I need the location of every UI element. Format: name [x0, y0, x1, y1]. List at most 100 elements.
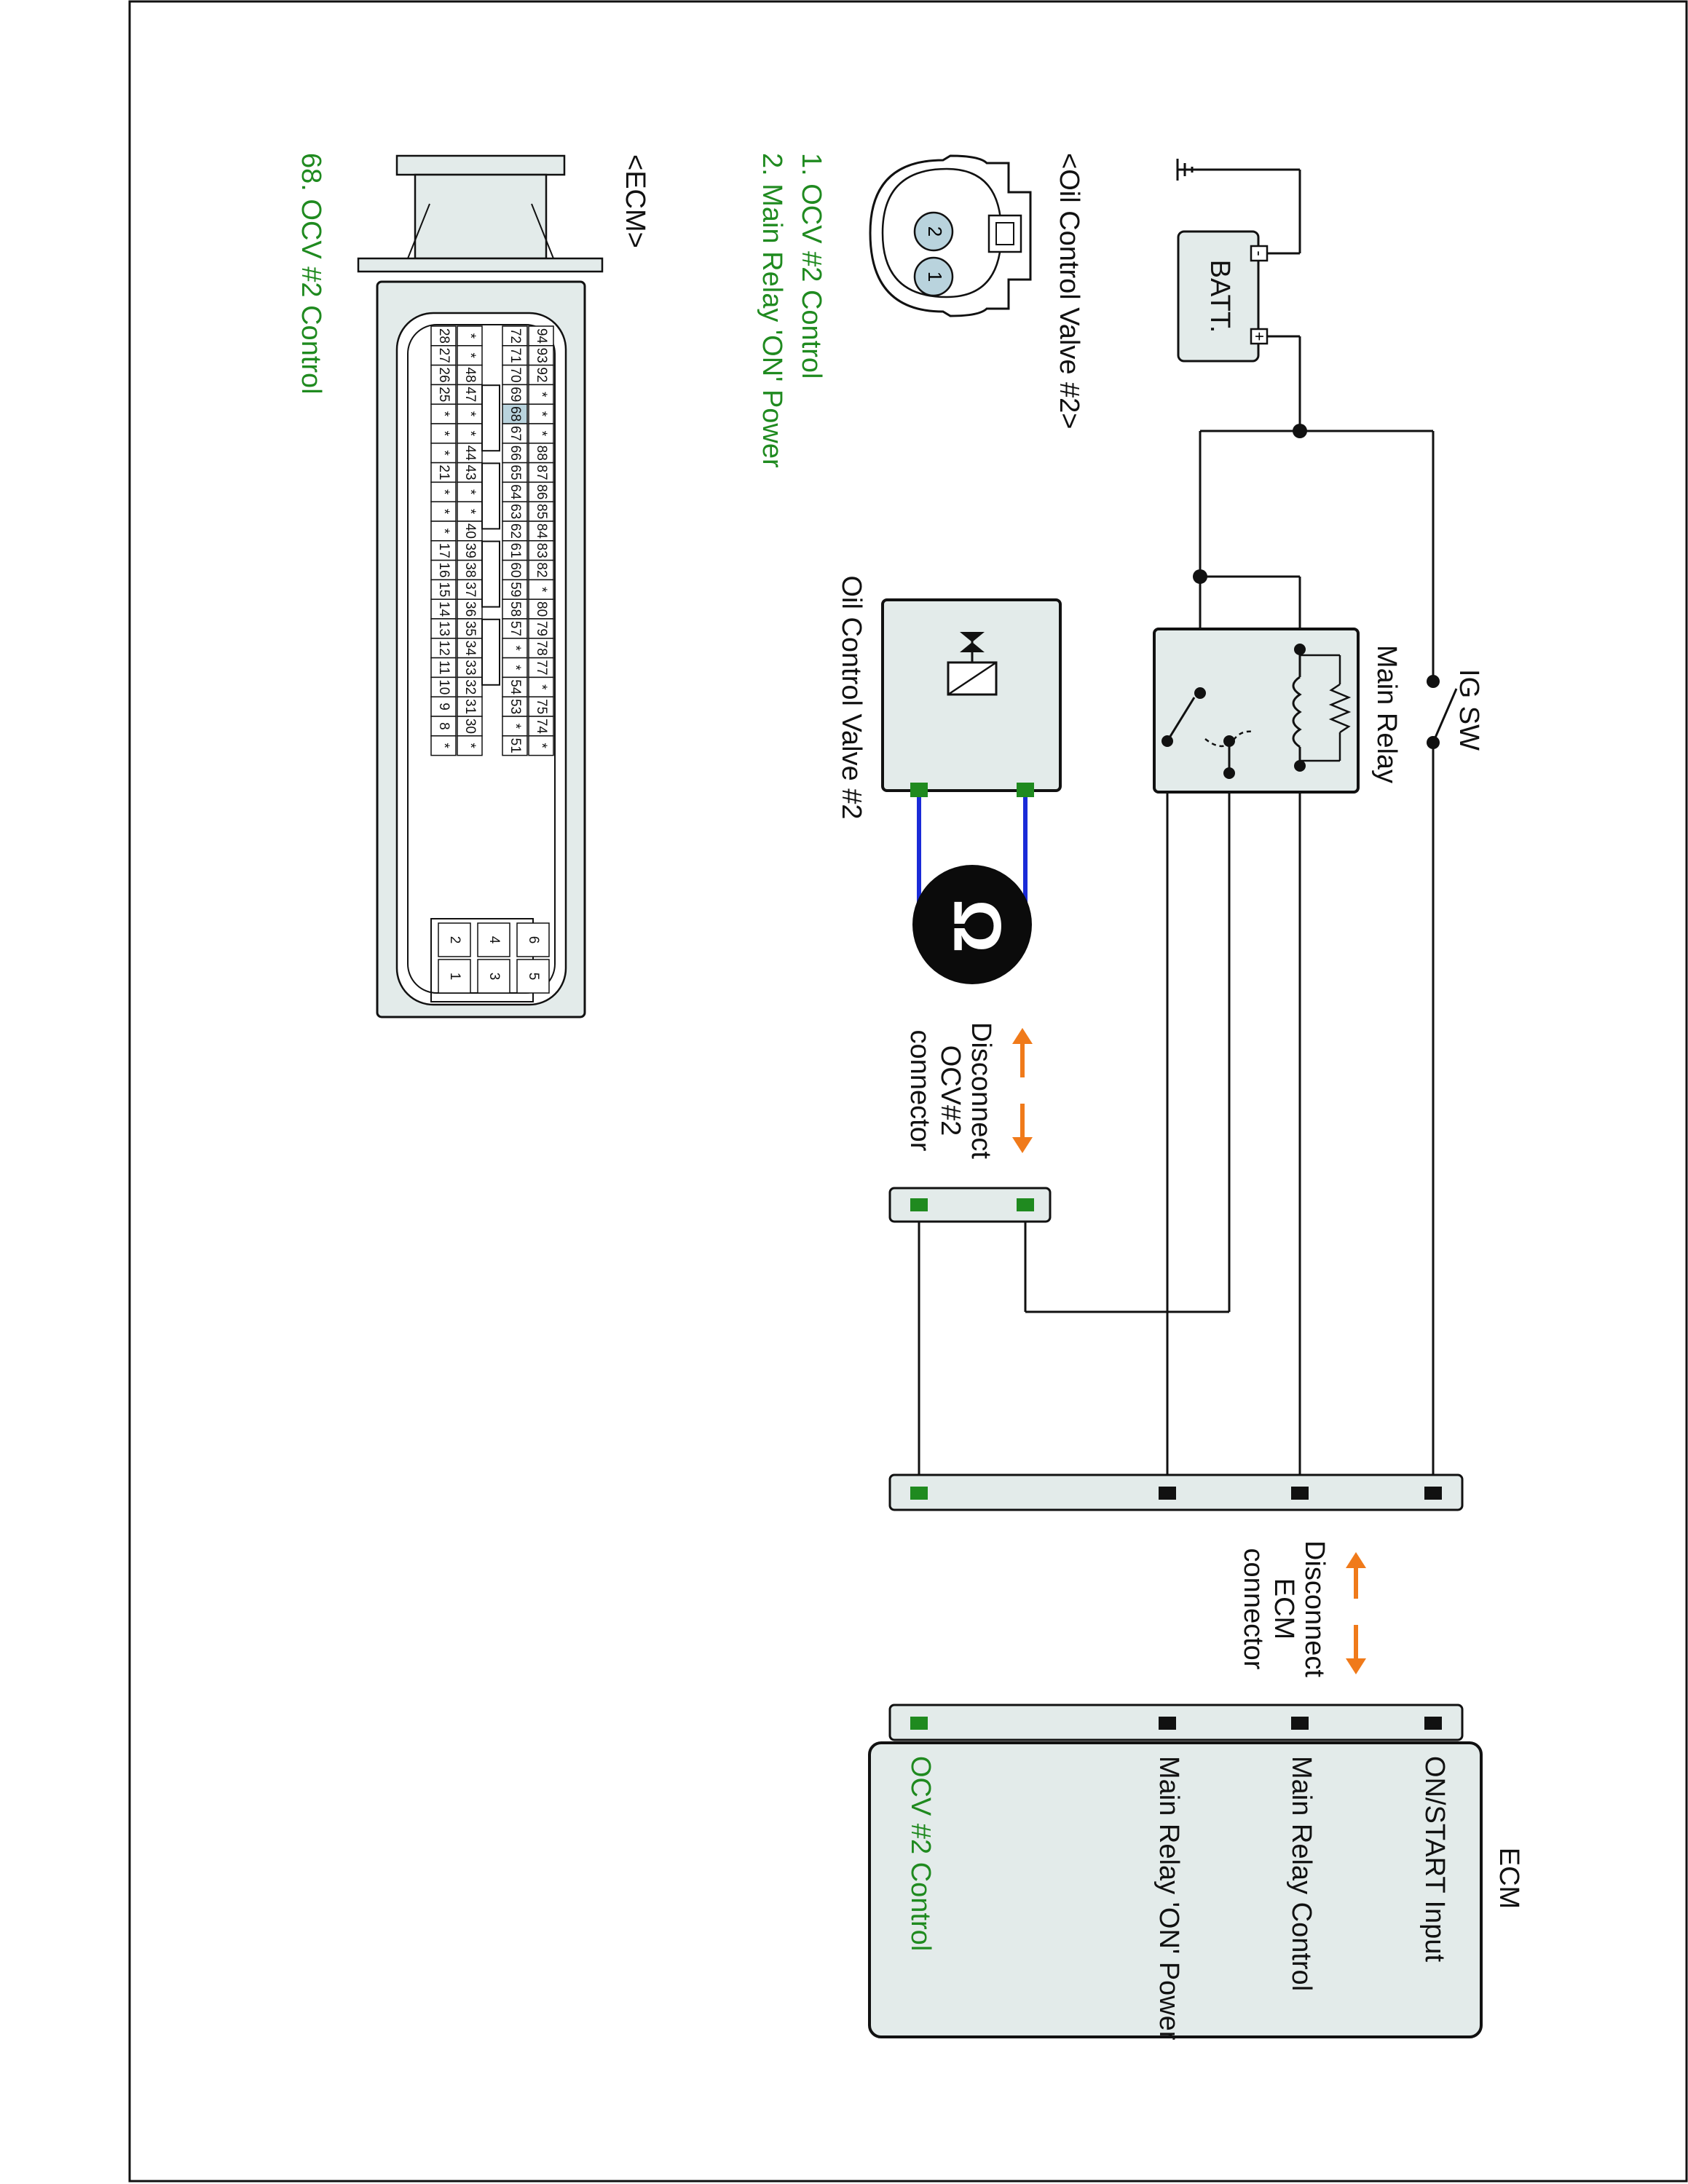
ecm-small-pin-cell — [516, 922, 550, 957]
ecm-pin-cell — [457, 696, 483, 717]
ecm-pin-label: 9 — [436, 703, 451, 711]
ecm-pin-cell — [430, 481, 457, 502]
ecm-pin-label: 36 — [462, 601, 478, 617]
ecm-pin-cell — [528, 735, 554, 756]
ecm-pin-label: 47 — [462, 387, 478, 402]
ecm-pin-label: * — [436, 743, 451, 748]
battery-minus-terminal — [1250, 245, 1269, 262]
ecm-pin-label: 54 — [508, 679, 523, 695]
page-border — [128, 0, 1688, 2183]
ecm-pin-label: * — [436, 529, 451, 534]
ecm-pin-label: 70 — [508, 367, 523, 382]
ecm-pin-cell — [430, 735, 457, 756]
battery-minus-label: - — [1250, 250, 1269, 256]
ecm-pin-label: * — [508, 645, 523, 651]
ocv-component-label: Oil Control Valve #2 — [836, 575, 867, 819]
ecm-pin-label: 16 — [436, 562, 451, 577]
ecm-pin-label: 40 — [462, 523, 478, 539]
ecm-pin-label: 35 — [462, 621, 478, 636]
ecm-small-pin-label: 4 — [486, 936, 502, 944]
ecm-key-bar — [481, 540, 500, 608]
ecm-pin-cell — [457, 579, 483, 600]
ocv-harness-connector — [888, 1187, 1052, 1223]
ecm-pin-label: * — [508, 724, 523, 729]
ohmmeter: Ω — [912, 797, 1032, 984]
ecm-pin-cell — [457, 540, 483, 561]
ocv-terminal-2 — [1017, 783, 1034, 797]
disconnect-ocv-line1: Disconnect — [966, 1022, 996, 1159]
main-relay: Main Relay — [1153, 628, 1402, 794]
battery-plus-label: + — [1250, 332, 1269, 341]
ecm-small-pin-label: 5 — [526, 973, 541, 981]
ecm-pin-label: * — [534, 743, 549, 748]
ecm-pin-label: 75 — [534, 699, 549, 714]
ecm-connector-title: <ECM> — [620, 154, 650, 248]
junctions — [1193, 424, 1307, 584]
ecm-pin-label: 82 — [534, 562, 549, 577]
ecm-pin-label: * — [462, 411, 478, 417]
ecm-pin-main-relay-on-power: Main Relay 'ON' Power — [1153, 1756, 1184, 2041]
ecm-pin-label: 44 — [462, 446, 478, 462]
ecm-pin-cell — [430, 384, 457, 405]
ecm-pin-label: 84 — [534, 523, 549, 539]
ecm-small-pin-label: 1 — [447, 973, 462, 981]
ecm-pin-label: 80 — [534, 601, 549, 617]
ecm-pin-label: 59 — [508, 582, 523, 597]
ecm-pin-label: 83 — [534, 543, 549, 558]
ecm-pin-cell — [528, 501, 554, 522]
ecm-pin-cell — [430, 579, 457, 600]
ecm-pin-cell — [430, 676, 457, 697]
ecm-pin-label: 69 — [508, 387, 523, 402]
ecm-pin-label: * — [534, 431, 549, 437]
ecm-pin-cell — [457, 521, 483, 542]
ecm-pin-label: * — [534, 684, 549, 690]
ecm-pin-cell — [457, 403, 483, 424]
ecm-pin-label: 77 — [534, 660, 549, 675]
disconnect-ecm-line3: connector — [1238, 1548, 1269, 1670]
ecm-pin-cell — [528, 384, 554, 405]
ecm-pin-cell — [430, 540, 457, 561]
ecm-pin-label: 28 — [436, 328, 451, 344]
ecm-pin-cell — [502, 696, 528, 717]
ecm-pin-label: 60 — [508, 562, 523, 577]
ecm-small-pin-cell — [438, 959, 471, 994]
ecm-pin-label: * — [436, 489, 451, 495]
ecm-pin-label: 51 — [508, 738, 523, 753]
ecm-pin-label: 14 — [436, 601, 451, 617]
ecm-pin-label: 32 — [462, 679, 478, 695]
ecm-pin-main-relay-control: Main Relay Control — [1286, 1756, 1317, 1991]
disconnect-ecm-arrow-icon — [1346, 1552, 1366, 1674]
ocv-pin-2 — [913, 211, 954, 252]
ecm-pin-label: 27 — [436, 348, 451, 363]
battery-plus-terminal — [1250, 328, 1269, 345]
ecm-pin-cell — [430, 618, 457, 639]
ecm-pin-label: 53 — [508, 699, 523, 714]
ecm-box-title: ECM — [1494, 1848, 1524, 1909]
ecm-pin-label: 15 — [436, 582, 451, 597]
ecm-pin-on-start-input: ON/START Input — [1419, 1756, 1450, 1962]
disconnect-ocv-line3: connector — [904, 1030, 935, 1152]
ecm-pin-label: 93 — [534, 348, 549, 363]
ecm-pin-label: * — [462, 333, 478, 339]
ecm-pin-cell — [502, 559, 528, 581]
ecm-pin-cell — [430, 501, 457, 522]
ecm-pin-label: 30 — [462, 719, 478, 734]
ecm-pin-label: 63 — [508, 504, 523, 519]
ecm-pin-label: * — [462, 352, 478, 358]
ecm-pin-cell — [528, 325, 554, 347]
ig-sw-label: IG SW — [1454, 669, 1484, 751]
ecm-pin-label: 11 — [436, 660, 451, 675]
ocv-connector-title: <Oil Control Valve #2> — [1054, 153, 1084, 430]
disconnect-ocv-line2: OCV#2 — [935, 1045, 966, 1136]
ecm-pin-label: 61 — [508, 543, 523, 558]
ecm-pin-grid: 949392***88878685848382*80797877*7574*72… — [430, 325, 554, 1002]
ecm-pin-label: 34 — [462, 641, 478, 657]
ecm-pin-label: 12 — [436, 641, 451, 656]
battery: - + BATT. — [1177, 230, 1269, 363]
ecm-pin-label: 94 — [534, 328, 549, 344]
ecm-pin-cell — [502, 403, 528, 424]
ohmmeter-dial — [912, 865, 1032, 984]
ecm-pin-label: 33 — [462, 660, 478, 675]
